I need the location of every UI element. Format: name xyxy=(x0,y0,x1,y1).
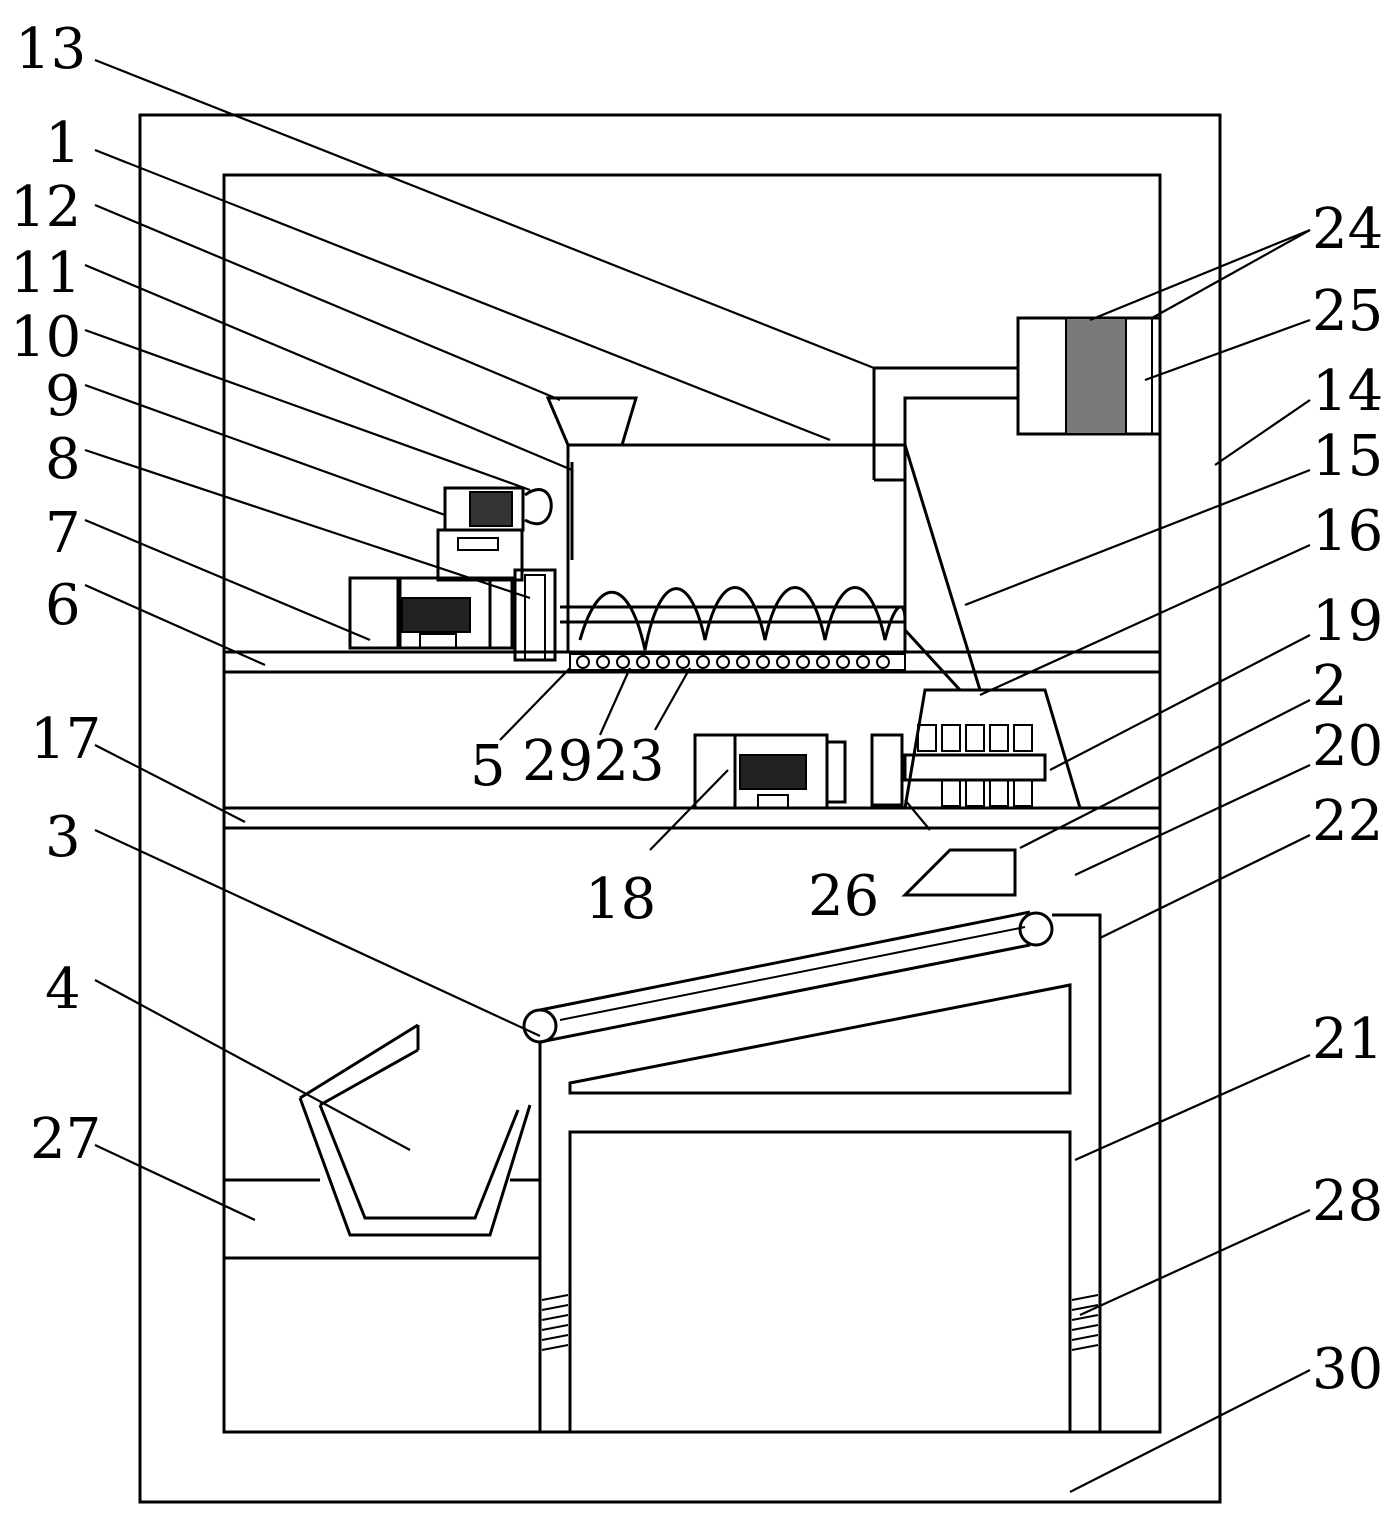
callout-30: 30 xyxy=(1312,1337,1383,1402)
callout-5: 5 xyxy=(470,734,506,799)
callout-11: 11 xyxy=(10,241,81,306)
callout-24: 24 xyxy=(1312,197,1383,262)
callout-4: 4 xyxy=(45,957,81,1022)
middle-shelf xyxy=(224,806,1160,830)
conveyor-frame xyxy=(522,910,1102,1434)
callout-20: 20 xyxy=(1312,714,1383,779)
callout-7: 7 xyxy=(45,501,81,566)
lower-motor xyxy=(348,568,557,662)
upper-shelf xyxy=(224,650,1160,674)
callout-25: 25 xyxy=(1312,279,1383,344)
callout-2923: 2923 xyxy=(522,729,665,794)
callout-21: 21 xyxy=(1312,1007,1383,1072)
filter-box xyxy=(1016,316,1162,436)
spring-left xyxy=(541,1294,569,1351)
callout-3: 3 xyxy=(45,805,81,870)
crusher-motor xyxy=(693,733,904,810)
exhaust-duct xyxy=(872,366,1018,480)
callout-27: 27 xyxy=(30,1107,101,1172)
callout-28: 28 xyxy=(1312,1169,1383,1234)
chute xyxy=(903,444,982,691)
callout-6: 6 xyxy=(45,573,81,638)
side-motor-assembly xyxy=(436,462,574,582)
callout-17: 17 xyxy=(30,707,101,772)
outer-housing xyxy=(138,113,1222,1504)
inner-chamber xyxy=(222,173,1162,1434)
callout-1: 1 xyxy=(45,111,81,176)
crusher xyxy=(903,688,1083,810)
bucket xyxy=(298,1023,532,1237)
callout-15: 15 xyxy=(1312,424,1383,489)
roller-row xyxy=(569,653,906,671)
feed-hopper xyxy=(545,396,639,447)
callout-10: 10 xyxy=(10,305,81,370)
callout-19: 19 xyxy=(1312,589,1383,654)
callout-16: 16 xyxy=(1312,499,1383,564)
leader-lines xyxy=(84,58,1311,1493)
collection-bin xyxy=(224,1178,540,1260)
callout-18: 18 xyxy=(585,867,656,932)
outlet-funnel xyxy=(901,848,1017,897)
screw-auger xyxy=(560,586,907,651)
callout-22: 22 xyxy=(1312,789,1383,854)
callout-2: 2 xyxy=(1312,654,1348,719)
spring-right xyxy=(1071,1294,1099,1351)
callout-8: 8 xyxy=(45,427,81,492)
callout-13: 13 xyxy=(15,17,86,82)
filter-mesh xyxy=(1065,317,1127,435)
callout-9: 9 xyxy=(45,364,81,429)
callout-12: 12 xyxy=(10,175,81,240)
callout-26: 26 xyxy=(808,864,879,929)
callout-14: 14 xyxy=(1312,359,1383,424)
